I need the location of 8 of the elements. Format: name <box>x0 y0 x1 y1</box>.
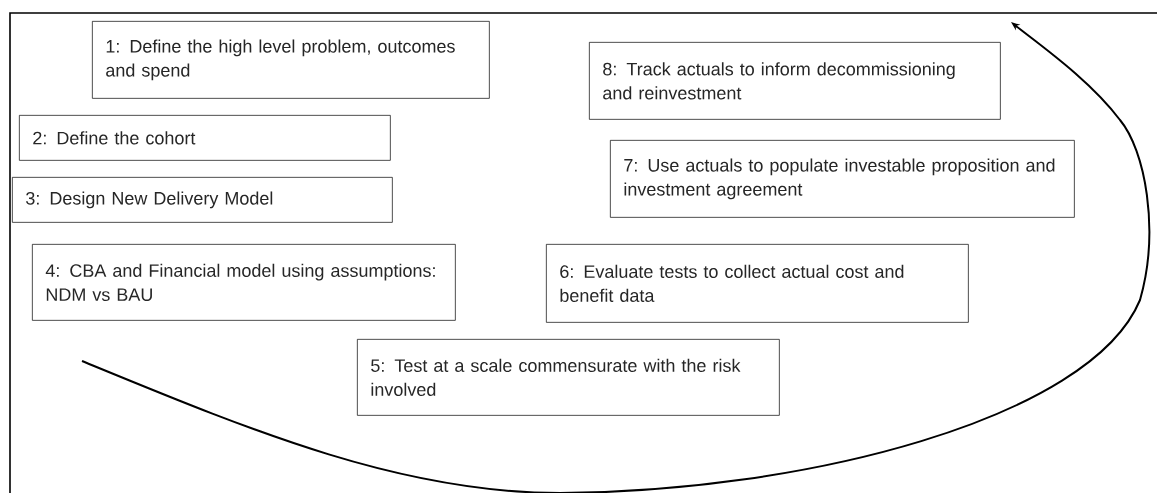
step-box: 7: Use actuals to populate investable proposition and investment agreement <box>610 140 1075 218</box>
step-box: 3: Design New Delivery Model <box>12 177 393 223</box>
step-box: 2: Define the cohort <box>19 115 391 161</box>
step-box: 4: CBA and Financial model using assumptions: NDM vs BAU <box>32 244 456 321</box>
step-box: 8: Track actuals to inform decommissioning and reinvestment <box>589 42 1001 120</box>
step-box: 1: Define the high level problem, outcomes and spend <box>92 21 490 99</box>
step-box: 6: Evaluate tests to collect actual cost and benefit data <box>546 244 969 323</box>
step-box: 5: Test at a scale commensurate with the risk involved <box>357 339 780 416</box>
